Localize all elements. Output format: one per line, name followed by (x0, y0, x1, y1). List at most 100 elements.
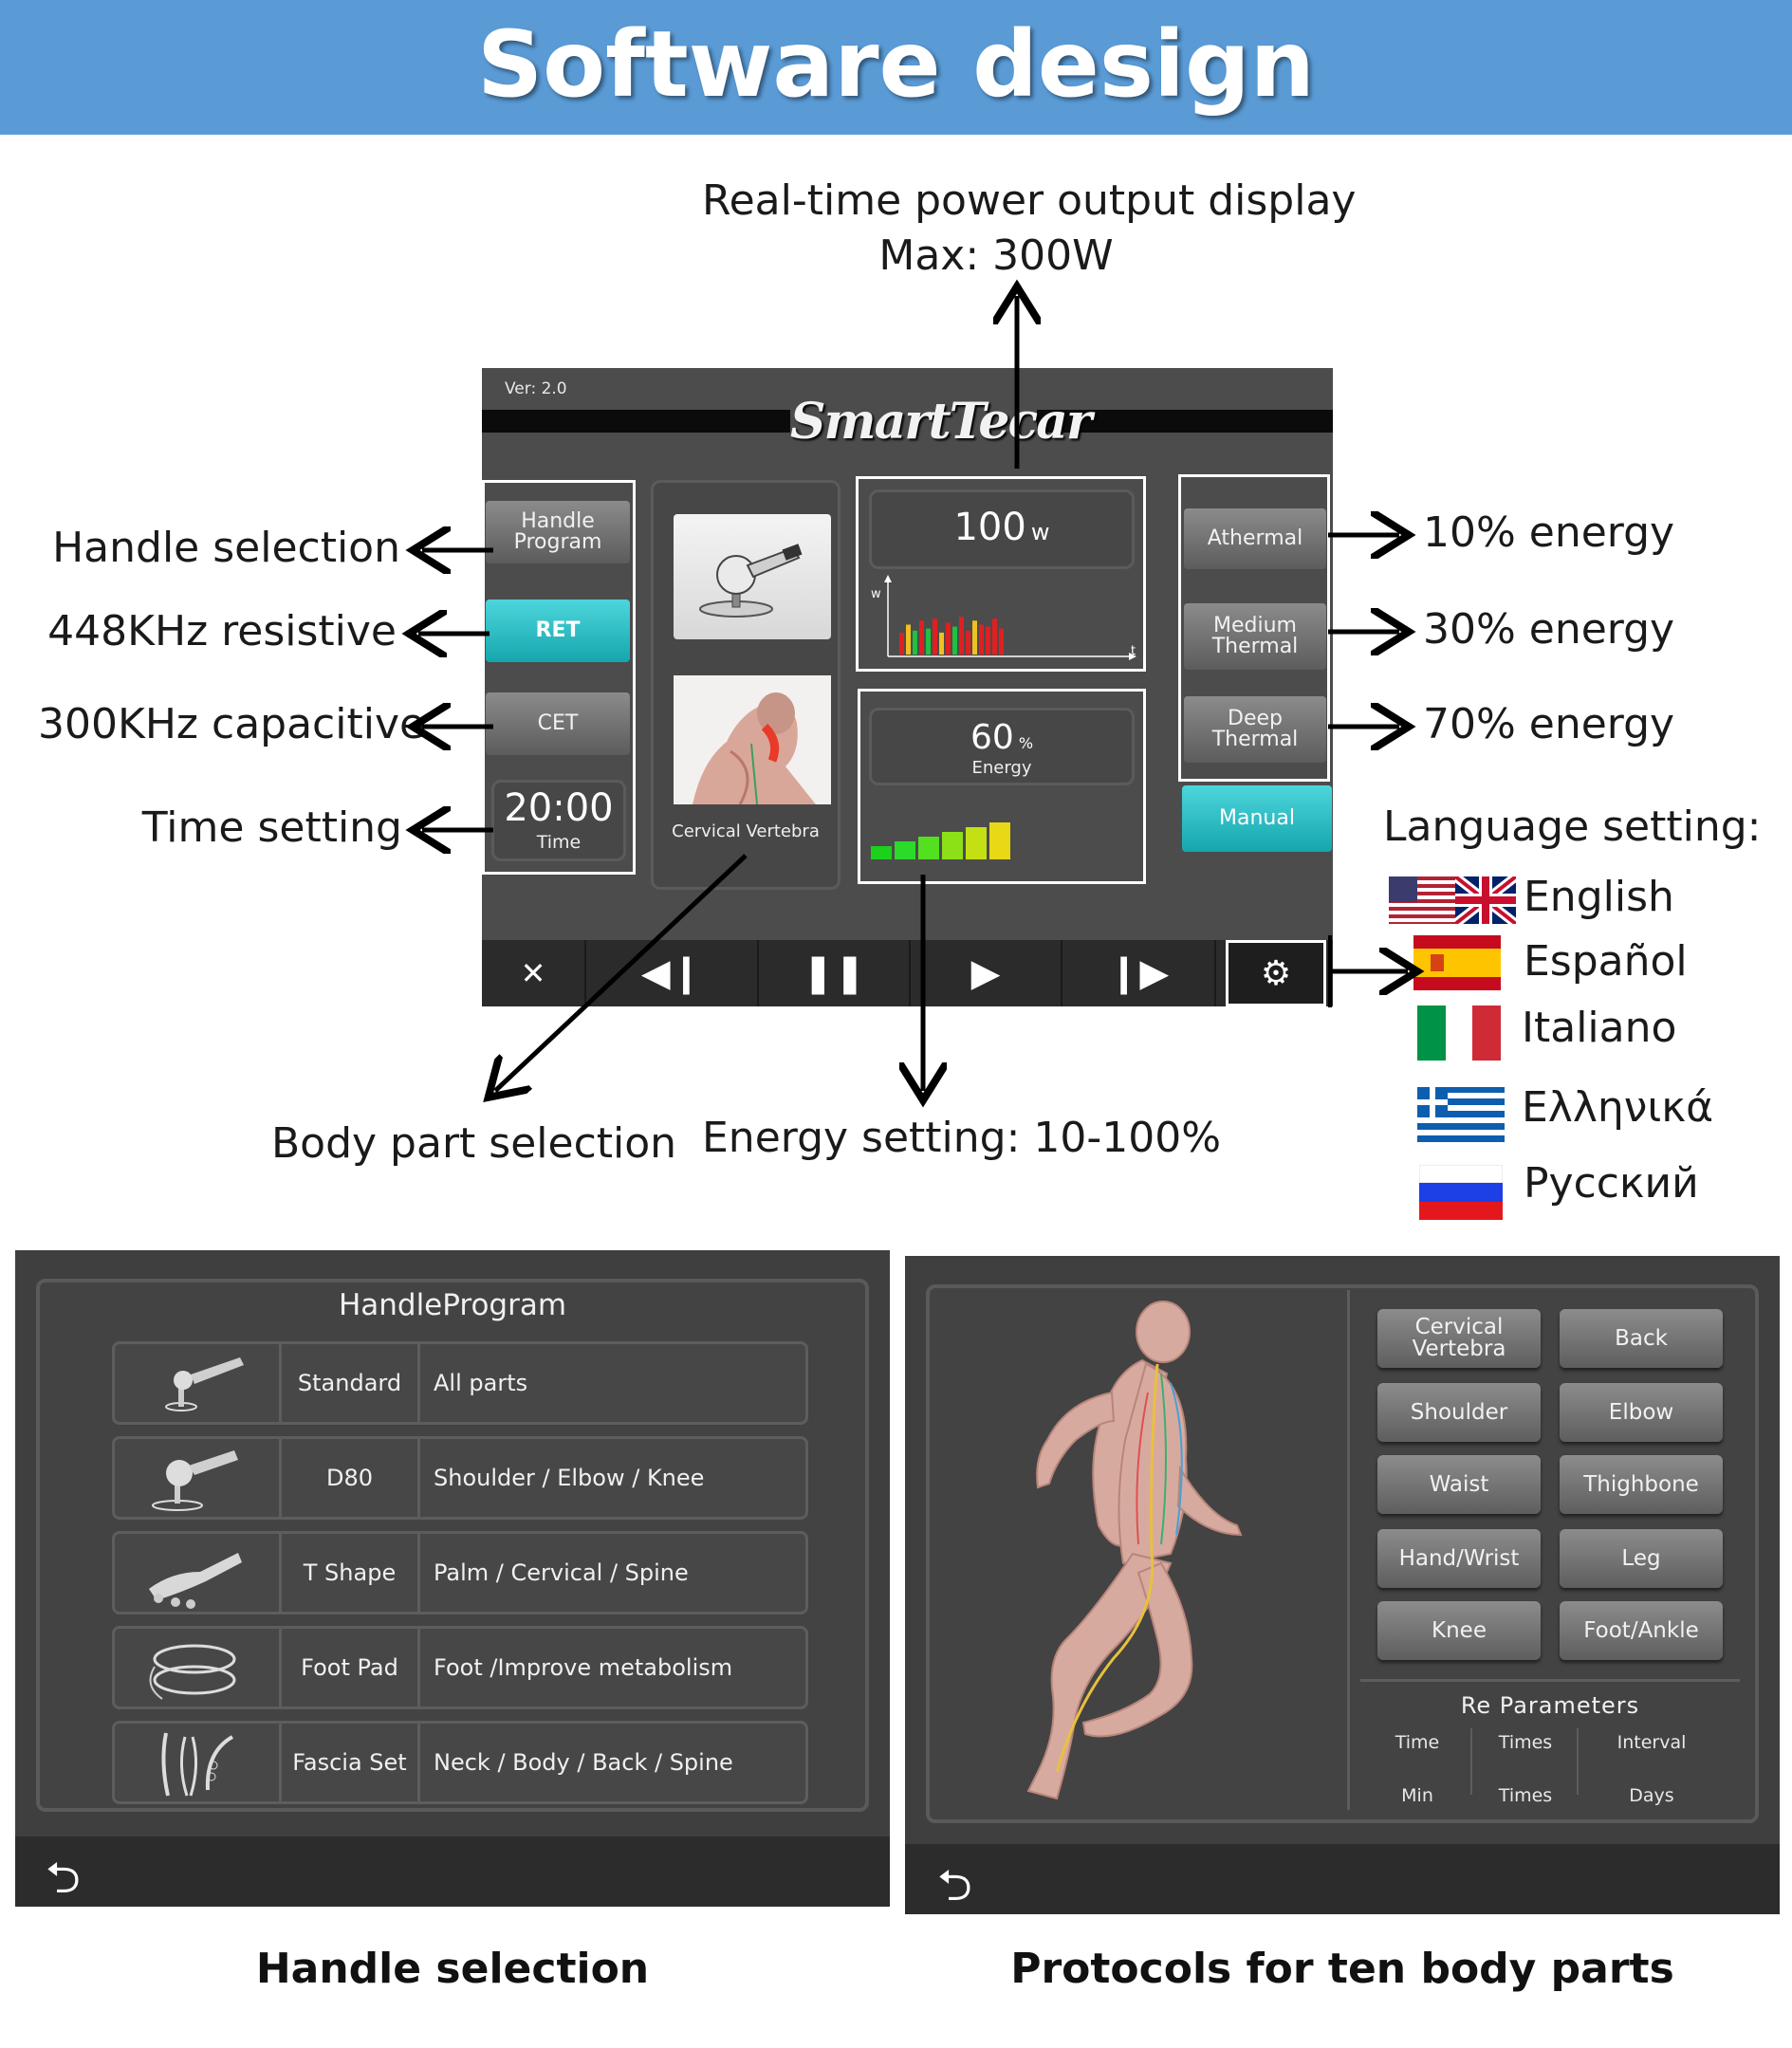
next-icon[interactable]: ❙▶ (1062, 940, 1216, 1006)
deep-thermal-button[interactable]: Deep Thermal (1184, 696, 1326, 763)
time-display[interactable]: 20:00 Time (491, 780, 626, 861)
energy-unit: % (1018, 734, 1034, 752)
settings-gear-icon[interactable]: ⚙ (1226, 940, 1326, 1006)
power-value-box: 100 w (869, 489, 1135, 569)
power-callout-line1: Real-time power output display (702, 176, 1357, 225)
language-espanol[interactable]: Español (1524, 937, 1688, 986)
energy-level-bar (989, 822, 1010, 859)
handle-row-t-shape[interactable]: T Shape Palm / Cervical / Spine (112, 1531, 808, 1614)
handle-use: Neck / Body / Back / Spine (434, 1749, 733, 1776)
body-button-back[interactable]: Back (1560, 1309, 1723, 1368)
body-button-thighbone[interactable]: Thighbone (1560, 1455, 1723, 1514)
body-button-hand-wrist[interactable]: Hand/Wrist (1377, 1529, 1541, 1588)
back-icon[interactable]: ⮌ (46, 1852, 81, 1903)
power-bar (972, 620, 977, 655)
language-greek[interactable]: Ελληνικά (1522, 1083, 1714, 1132)
energy-value: 60 (970, 718, 1014, 757)
body-screen-bottom-bar: ⮌ (905, 1844, 1780, 1914)
divider (1347, 1290, 1350, 1810)
callout-time-setting: Time setting (141, 803, 402, 852)
energy-level-bar (895, 841, 915, 859)
energy-label: Energy (971, 758, 1032, 778)
spain-flag-icon (1413, 935, 1501, 990)
divider (1577, 1728, 1579, 1795)
power-display-frame (856, 476, 1146, 672)
italy-flag-icon (1417, 1006, 1501, 1061)
back-icon[interactable]: ⮌ (937, 1859, 972, 1910)
re-unit-min: Min (1401, 1785, 1433, 1806)
header-banner: Software design (0, 0, 1792, 135)
handle-use: Shoulder / Elbow / Knee (434, 1465, 705, 1491)
medium-thermal-button[interactable]: Medium Thermal (1184, 603, 1326, 670)
power-bar (913, 630, 917, 655)
handle-row-standard[interactable]: Standard All parts (112, 1341, 808, 1425)
power-bar (906, 624, 911, 655)
power-bar (952, 626, 957, 655)
tools-icon[interactable]: ✕ (482, 940, 586, 1006)
handle-use: Foot /Improve metabolism (434, 1654, 733, 1681)
power-unit: w (1030, 519, 1050, 545)
power-bar (899, 632, 904, 655)
power-bar (946, 622, 951, 655)
handle-row-fascia-set[interactable]: Fascia Set Neck / Body / Back / Spine (112, 1721, 808, 1804)
re-label-interval: Interval (1616, 1732, 1687, 1753)
handle-use: Palm / Cervical / Spine (434, 1559, 689, 1586)
handle-image (674, 514, 831, 639)
foot-pad-icon (115, 1629, 282, 1707)
energy-level-bar (966, 827, 987, 859)
version-label: Ver: 2.0 (505, 379, 567, 398)
body-part-label: Cervical Vertebra (672, 821, 820, 841)
handle-use: All parts (434, 1370, 528, 1396)
handle-row-foot-pad[interactable]: Foot Pad Foot /Improve metabolism (112, 1626, 808, 1709)
cet-button[interactable]: CET (486, 692, 630, 755)
body-button-cervical-vertebra[interactable]: Cervical Vertebra (1377, 1309, 1541, 1368)
callout-language: Language setting: (1383, 803, 1762, 851)
pause-icon[interactable]: ❚❚ (759, 940, 911, 1006)
callout-athermal: 10% energy (1423, 508, 1675, 557)
body-button-waist[interactable]: Waist (1377, 1455, 1541, 1514)
power-bar (992, 618, 997, 655)
power-value: 100 (953, 506, 1026, 549)
body-button-shoulder[interactable]: Shoulder (1377, 1383, 1541, 1442)
body-button-leg[interactable]: Leg (1560, 1529, 1723, 1588)
handle-name: T Shape (282, 1534, 420, 1612)
power-bar (979, 624, 984, 655)
power-bar (986, 626, 990, 655)
handle-name: Standard (282, 1344, 420, 1422)
language-english[interactable]: English (1524, 873, 1674, 921)
re-label-times: Times (1498, 1732, 1553, 1753)
ret-button[interactable]: RET (486, 600, 630, 662)
power-bar (933, 618, 937, 655)
callout-capacitive: 300KHz capacitive (38, 700, 426, 748)
re-label-time: Time (1395, 1732, 1440, 1753)
fascia-set-icon (115, 1724, 282, 1801)
body-part-image (674, 675, 831, 805)
caption-handle-selection: Handle selection (255, 1945, 650, 1993)
handle-name: D80 (282, 1439, 420, 1517)
play-icon[interactable]: ▶ (911, 940, 1062, 1006)
handle-program-button[interactable]: Handle Program (486, 501, 630, 563)
mode-frame (1178, 474, 1330, 782)
energy-value-box[interactable]: 60 % Energy (869, 708, 1135, 785)
power-bar (959, 617, 964, 655)
power-axis-y: w (871, 587, 881, 601)
body-button-foot-ankle[interactable]: Foot/Ankle (1560, 1601, 1723, 1660)
language-russian[interactable]: Русский (1524, 1159, 1699, 1208)
callout-energy: Energy setting: 10-100% (702, 1114, 1222, 1162)
previous-icon[interactable]: ◀❙ (586, 940, 759, 1006)
body-button-elbow[interactable]: Elbow (1560, 1383, 1723, 1442)
language-list: English Español Italiano Ελληνικά Русски… (1385, 873, 1783, 1233)
energy-display-frame (858, 689, 1146, 884)
anatomy-body-image (1026, 1301, 1243, 1800)
body-button-knee[interactable]: Knee (1377, 1601, 1541, 1660)
power-chart: w t (871, 575, 1136, 660)
callout-medium: 30% energy (1423, 605, 1675, 654)
device-main-screen: Ver: 2.0 SmartTecar Handle Program RET C… (482, 368, 1333, 1006)
manual-button[interactable]: Manual (1182, 785, 1332, 852)
language-italiano[interactable]: Italiano (1522, 1004, 1677, 1052)
power-bar (966, 630, 970, 655)
handle-device-icon (699, 544, 803, 618)
handle-row-d80[interactable]: D80 Shoulder / Elbow / Knee (112, 1436, 808, 1520)
caption-body-protocols: Protocols for ten body parts (1010, 1945, 1674, 1993)
athermal-button[interactable]: Athermal (1184, 508, 1326, 569)
